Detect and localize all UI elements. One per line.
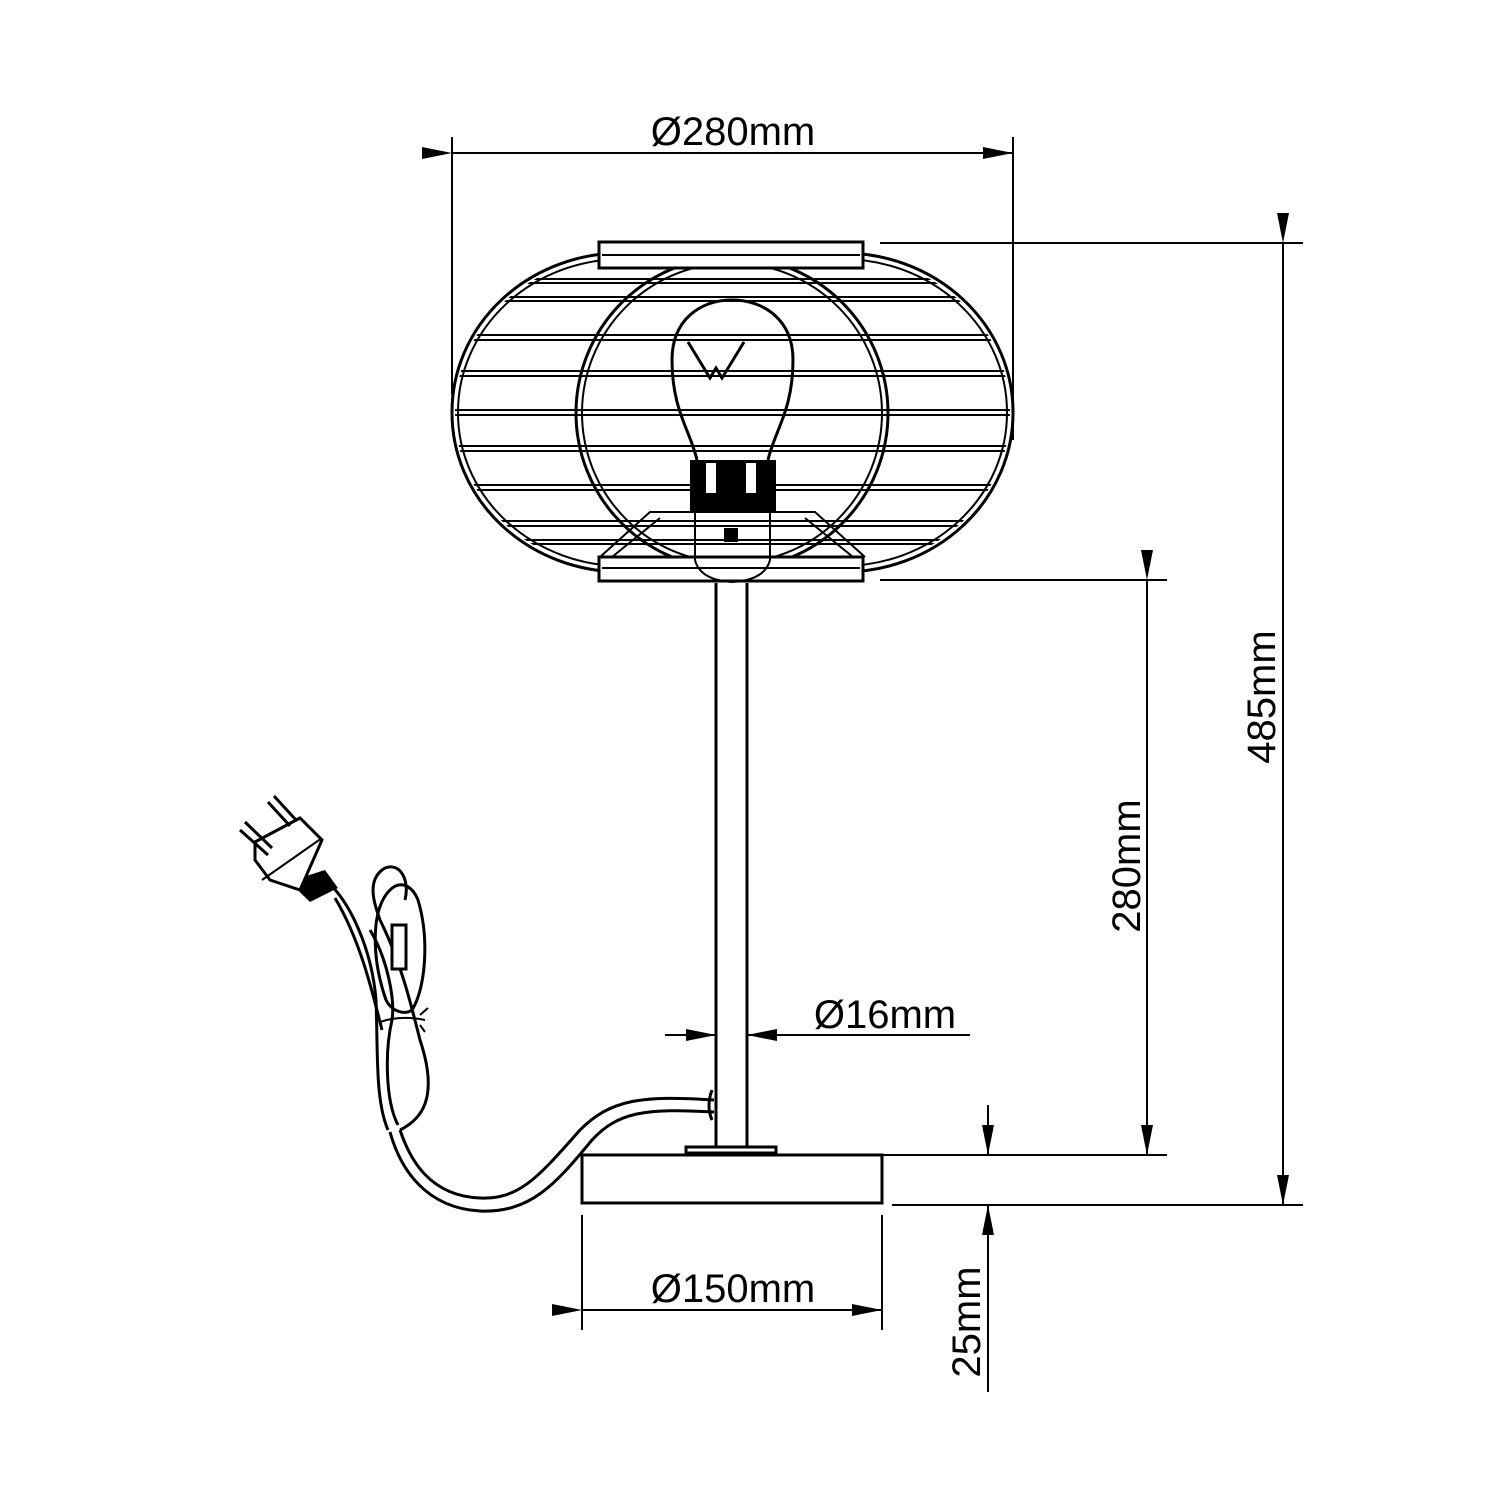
- stem-height-label: 280mm: [1105, 799, 1149, 932]
- power-cord: [239, 794, 715, 1213]
- lamp-stem: [684, 583, 778, 1155]
- light-bulb: [670, 298, 795, 584]
- dimension-base-height: 25mm: [945, 1105, 994, 1392]
- base-height-label: 25mm: [945, 1266, 989, 1377]
- dimension-stem-diameter: Ø16mm: [665, 993, 970, 1041]
- stem-diameter-label: Ø16mm: [814, 993, 956, 1037]
- shade-slats: [455, 278, 1010, 545]
- base-diameter-label: Ø150mm: [651, 1267, 816, 1311]
- dimension-shade-diameter: Ø280mm: [422, 110, 1014, 440]
- switch-toggle-icon: [390, 923, 408, 971]
- lamp-base: [580, 1153, 884, 1205]
- dimension-total-height: 485mm: [880, 213, 1303, 1206]
- lamp-shade: [450, 240, 1015, 583]
- dimension-stem-height: 280mm: [880, 550, 1167, 1156]
- shade-diameter-label: Ø280mm: [651, 110, 816, 154]
- dimension-base-diameter: Ø150mm: [552, 1215, 883, 1330]
- plug-icon: [239, 794, 338, 902]
- total-height-label: 485mm: [1240, 630, 1284, 763]
- inline-switch-icon: [373, 883, 427, 1014]
